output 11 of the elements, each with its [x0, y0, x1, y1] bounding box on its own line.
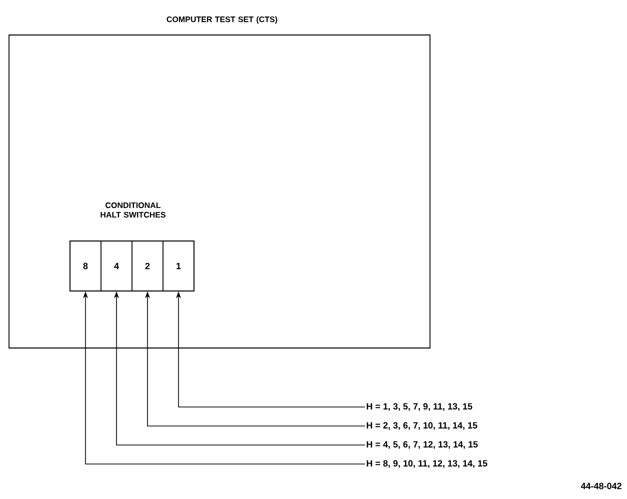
halt-condition-label: H = 8, 9, 10, 11, 12, 13, 14, 15 [366, 460, 488, 468]
halt-condition-label: H = 1, 3, 5, 7, 9, 11, 13, 15 [366, 403, 472, 411]
switch-cell: 4 [100, 240, 132, 292]
node-label: COMPUTER TEST SET (CTS) [166, 16, 278, 24]
node-label: CONDITIONAL HALT SWITCHES [100, 202, 166, 218]
figure-number: 44-48-042 [580, 482, 622, 490]
switch-cell: 2 [132, 240, 164, 292]
switch-cell: 1 [162, 240, 194, 292]
switch-cell: 8 [70, 240, 102, 292]
halt-condition-label: H = 2, 3, 6, 7, 10, 11, 14, 15 [366, 422, 478, 430]
halt-condition-label: H = 4, 5, 6, 7, 12, 13, 14, 15 [366, 441, 478, 449]
